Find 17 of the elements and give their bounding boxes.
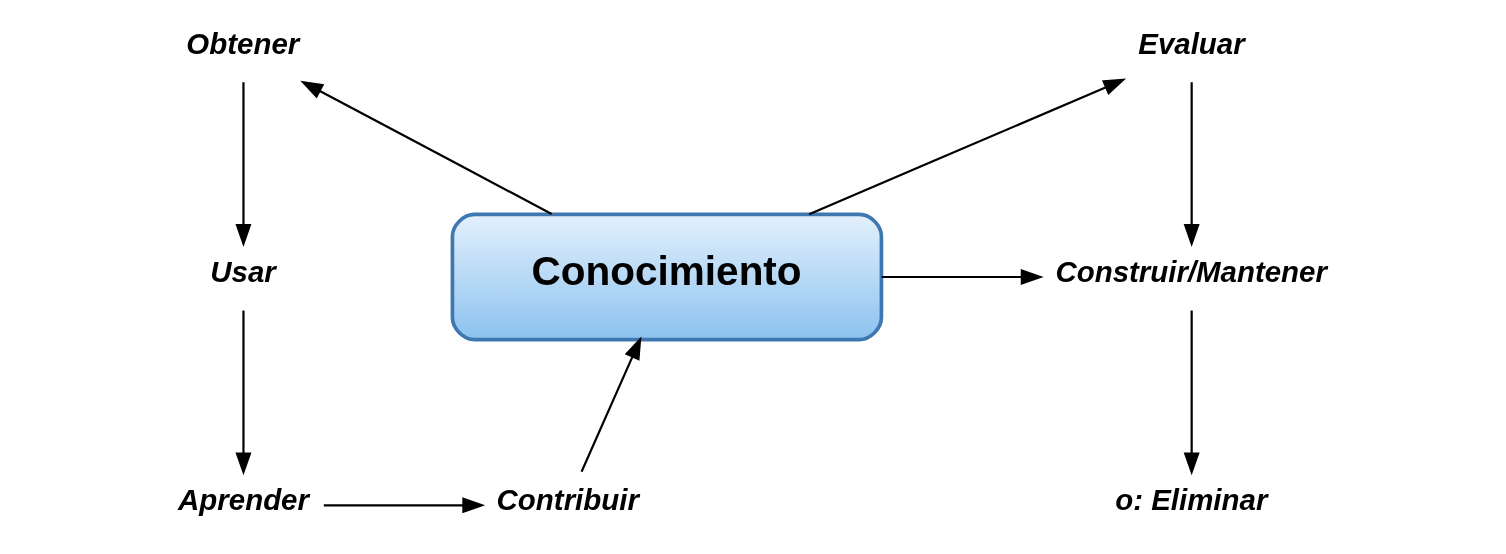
arrow xyxy=(300,80,553,215)
arrow xyxy=(235,82,252,247)
node-text: Usar xyxy=(210,255,276,289)
arrow xyxy=(323,497,486,514)
node-box: Conocimiento xyxy=(450,212,884,342)
arrow xyxy=(1183,310,1200,476)
node-text: Obtener xyxy=(186,26,300,60)
node-text: Construir/Mantener xyxy=(1055,255,1327,289)
arrow xyxy=(881,269,1044,285)
node-text: o: Eliminar xyxy=(1115,483,1268,517)
arrow xyxy=(580,336,642,473)
arrow xyxy=(1183,82,1200,247)
node-text: Evaluar xyxy=(1138,26,1245,60)
node-text: Aprender xyxy=(178,483,309,517)
arrow xyxy=(808,78,1127,216)
node-text: Contribuir xyxy=(496,483,639,517)
arrow xyxy=(235,310,252,476)
